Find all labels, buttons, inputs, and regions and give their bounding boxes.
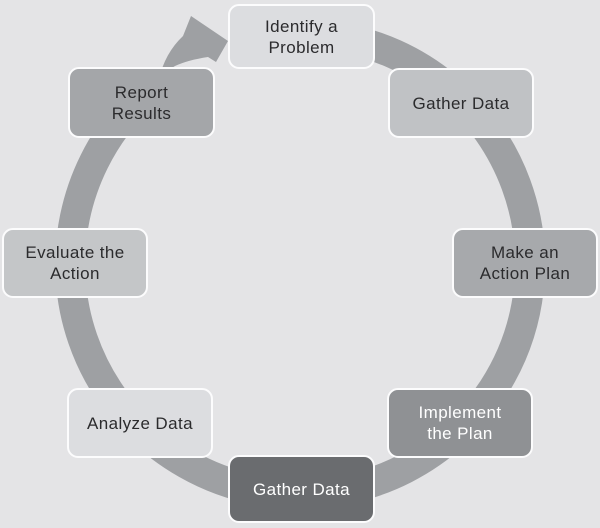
step-label: Analyze Data [87,413,193,433]
step-gather-data-1: Gather Data [388,68,534,138]
step-identify-problem: Identify a Problem [228,4,375,69]
step-label: Evaluate the Action [25,243,125,283]
step-label: Gather Data [252,479,350,499]
step-report-results: Report Results [68,67,215,138]
step-label: Make an Action Plan [479,243,571,283]
step-implement-plan: Implement the Plan [387,388,533,458]
arrow-head-icon [159,16,228,79]
step-label: Gather Data [412,93,510,113]
step-label: Report Results [111,82,172,123]
step-label: Implement the Plan [418,403,502,443]
step-gather-data-2: Gather Data [228,455,375,523]
step-label: Identify a Problem [265,16,338,57]
step-evaluate-action: Evaluate the Action [2,228,148,298]
step-analyze-data: Analyze Data [67,388,213,458]
step-make-action-plan: Make an Action Plan [452,228,598,298]
